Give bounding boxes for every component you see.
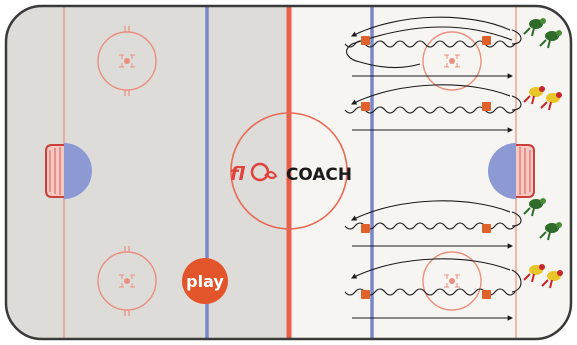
play-button-label: play <box>186 272 224 291</box>
goal-net-left <box>46 145 64 197</box>
puck-marker <box>482 102 491 111</box>
puck-marker <box>361 36 370 45</box>
puck-marker <box>361 290 370 299</box>
goal-net-right <box>516 145 534 197</box>
logo-prefix: fl <box>230 163 246 185</box>
puck-marker <box>361 102 370 111</box>
puck-marker <box>482 36 491 45</box>
puck-marker <box>482 224 491 233</box>
puck-marker <box>482 290 491 299</box>
play-button[interactable]: play <box>182 258 228 304</box>
logo-suffix: COACH <box>286 165 352 185</box>
puck-marker <box>361 224 370 233</box>
